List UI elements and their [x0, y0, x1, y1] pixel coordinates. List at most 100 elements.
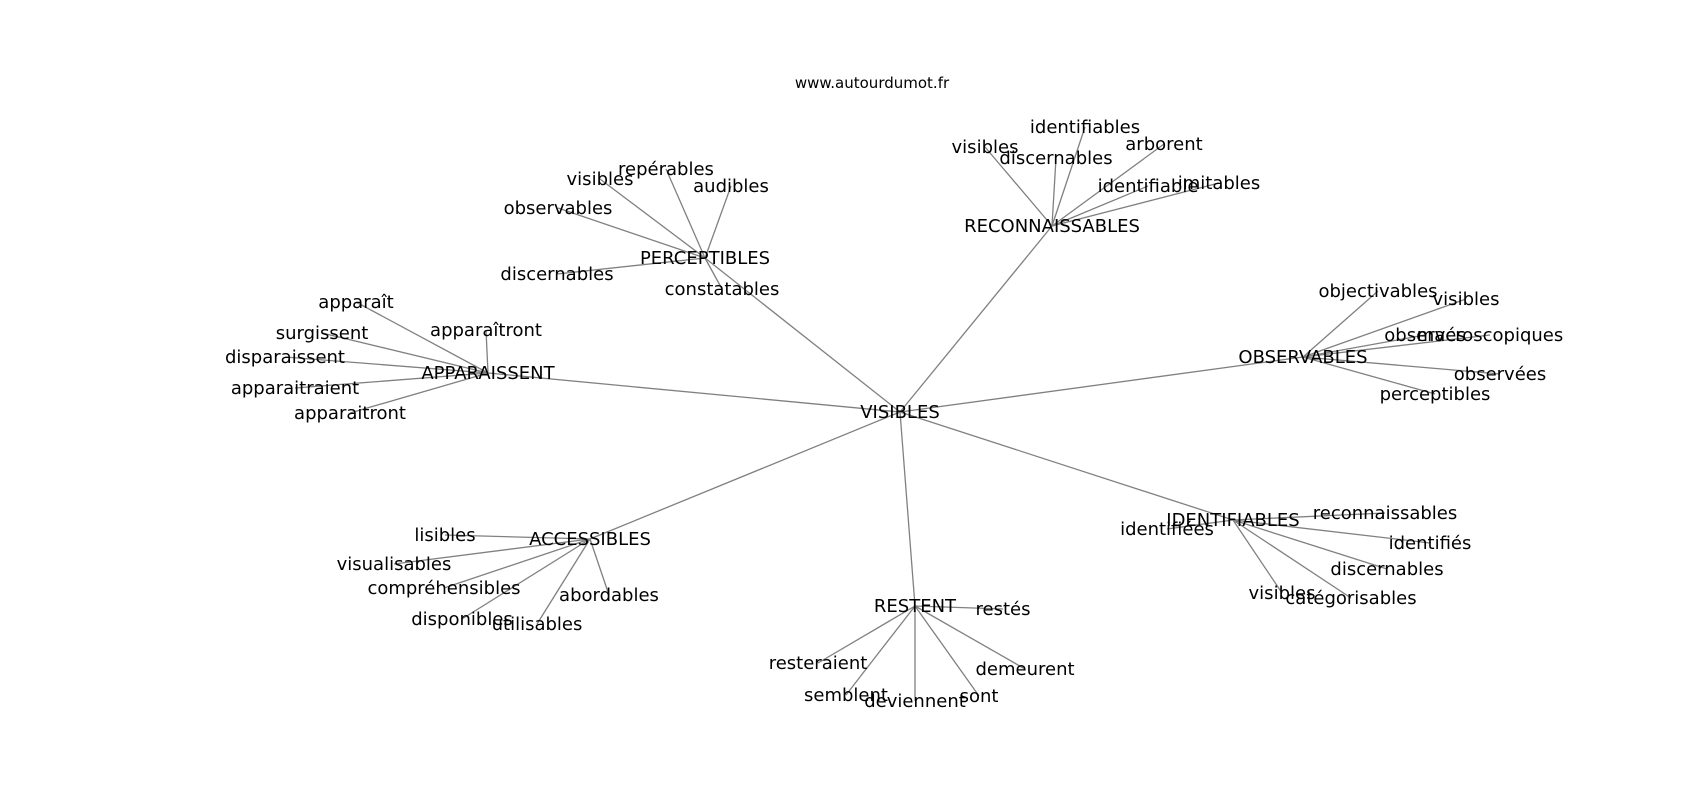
edge-root-to-hub: [704, 257, 901, 413]
leaf-word[interactable]: discernables: [500, 264, 613, 285]
edge-hub-to-word: [984, 146, 1053, 227]
edge-hub-to-word: [845, 605, 916, 696]
leaf-word[interactable]: observés: [1384, 325, 1465, 346]
edge-hub-to-word: [665, 168, 706, 259]
edge-hub-to-word: [443, 538, 591, 589]
edge-hub-to-word: [1232, 512, 1386, 521]
leaf-word[interactable]: disponibles: [411, 609, 513, 630]
edge-hub-to-word: [914, 605, 1004, 610]
edge-root-to-hub: [899, 356, 1304, 413]
leaf-word[interactable]: identifiables: [1030, 117, 1140, 138]
leaf-word[interactable]: constatables: [665, 279, 780, 300]
leaf-word[interactable]: discernables: [999, 148, 1112, 169]
edge-hub-to-word: [599, 178, 706, 259]
edge-root-to-hub: [899, 411, 916, 607]
leaf-word[interactable]: observées: [1454, 364, 1546, 385]
edge-root-to-hub: [589, 411, 901, 540]
edge-hub-to-word: [1302, 298, 1467, 358]
leaf-word[interactable]: lisibles: [414, 525, 475, 546]
leaf-word[interactable]: visibles: [1433, 289, 1500, 310]
graph-edges: [284, 126, 1501, 701]
edge-hub-to-word: [1232, 519, 1352, 599]
edge-hub-to-word: [393, 538, 591, 565]
hub-word[interactable]: APPARAISSENT: [421, 363, 555, 384]
edge-hub-to-word: [321, 332, 489, 374]
leaf-word[interactable]: deviennent: [864, 691, 966, 712]
leaf-word[interactable]: disparaissent: [225, 347, 345, 368]
edge-hub-to-word: [1051, 185, 1149, 227]
edge-root-to-hub: [487, 372, 901, 413]
leaf-word[interactable]: observables: [504, 198, 613, 219]
leaf-word[interactable]: apparaîtront: [430, 320, 542, 341]
graph-labels: VISIBLESPERCEPTIBLESvisiblesrepérablesau…: [225, 117, 1563, 712]
edge-hub-to-word: [817, 605, 916, 664]
edge-hub-to-word: [589, 538, 610, 596]
leaf-word[interactable]: arborent: [1125, 134, 1202, 155]
edge-hub-to-word: [914, 605, 1026, 670]
edge-hub-to-word: [556, 257, 706, 275]
edge-hub-to-word: [914, 605, 980, 697]
leaf-word[interactable]: perceptibles: [1380, 384, 1491, 405]
leaf-word[interactable]: identifiées: [1120, 519, 1214, 540]
leaf-word[interactable]: objectivables: [1318, 281, 1437, 302]
hub-word[interactable]: OBSERVABLES: [1238, 347, 1367, 368]
edge-hub-to-word: [444, 534, 591, 540]
edge-hub-to-word: [1051, 143, 1165, 227]
leaf-word[interactable]: catégorisables: [1285, 588, 1416, 609]
leaf-word[interactable]: reconnaissables: [1313, 503, 1458, 524]
edge-hub-to-word: [536, 538, 591, 625]
leaf-word[interactable]: visualisables: [337, 554, 452, 575]
edge-hub-to-word: [485, 329, 489, 374]
source-url: www.autourdumot.fr: [795, 74, 950, 92]
leaf-word[interactable]: identifiés: [1389, 533, 1472, 554]
edge-hub-to-word: [704, 257, 723, 290]
edge-hub-to-word: [1051, 182, 1220, 227]
edge-hub-to-word: [1166, 519, 1234, 530]
edge-root-to-hub: [899, 225, 1053, 413]
edge-hub-to-word: [1302, 356, 1501, 375]
leaf-word[interactable]: utilisables: [492, 614, 583, 635]
root-word[interactable]: VISIBLES: [860, 402, 940, 423]
leaf-word[interactable]: discernables: [1330, 559, 1443, 580]
edge-hub-to-word: [1051, 157, 1057, 227]
edge-hub-to-word: [1051, 126, 1086, 227]
hub-word[interactable]: RECONNAISSABLES: [964, 216, 1140, 237]
edge-root-to-hub: [899, 411, 1234, 521]
edge-hub-to-word: [1232, 519, 1283, 594]
leaf-word[interactable]: visibles: [567, 169, 634, 190]
leaf-word[interactable]: repérables: [618, 159, 714, 180]
edge-hub-to-word: [461, 538, 591, 620]
leaf-word[interactable]: apparaitront: [294, 403, 406, 424]
leaf-word[interactable]: apparaitraient: [231, 378, 359, 399]
edge-hub-to-word: [1302, 356, 1436, 395]
hub-word[interactable]: ACCESSIBLES: [529, 529, 651, 550]
edge-hub-to-word: [294, 372, 489, 389]
edge-hub-to-word: [557, 207, 706, 259]
leaf-word[interactable]: compréhensibles: [367, 578, 520, 599]
leaf-word[interactable]: audibles: [693, 176, 769, 197]
leaf-word[interactable]: resteraient: [769, 653, 868, 674]
hub-word[interactable]: IDENTIFIABLES: [1166, 510, 1299, 531]
edge-hub-to-word: [1232, 519, 1388, 570]
leaf-word[interactable]: surgissent: [276, 323, 369, 344]
leaf-word[interactable]: semblent: [804, 685, 888, 706]
edge-hub-to-word: [1302, 290, 1379, 358]
leaf-word[interactable]: visibles: [952, 137, 1019, 158]
edge-hub-to-word: [704, 185, 732, 259]
edge-hub-to-word: [1232, 519, 1431, 544]
leaf-word[interactable]: demeurent: [975, 659, 1074, 680]
leaf-word[interactable]: apparaît: [318, 292, 393, 313]
leaf-word[interactable]: visibles: [1249, 583, 1316, 604]
leaf-word[interactable]: restés: [976, 599, 1031, 620]
leaf-word[interactable]: identifiable: [1098, 176, 1199, 197]
edge-hub-to-word: [1302, 334, 1491, 358]
leaf-word[interactable]: sont: [960, 686, 999, 707]
hub-word[interactable]: PERCEPTIBLES: [640, 248, 770, 269]
edge-hub-to-word: [349, 372, 489, 414]
hub-word[interactable]: RESTENT: [874, 596, 957, 617]
leaf-word[interactable]: imitables: [1178, 173, 1261, 194]
edge-hub-to-word: [1302, 334, 1426, 358]
leaf-word[interactable]: macroscopiques: [1417, 325, 1563, 346]
leaf-word[interactable]: abordables: [559, 585, 659, 606]
